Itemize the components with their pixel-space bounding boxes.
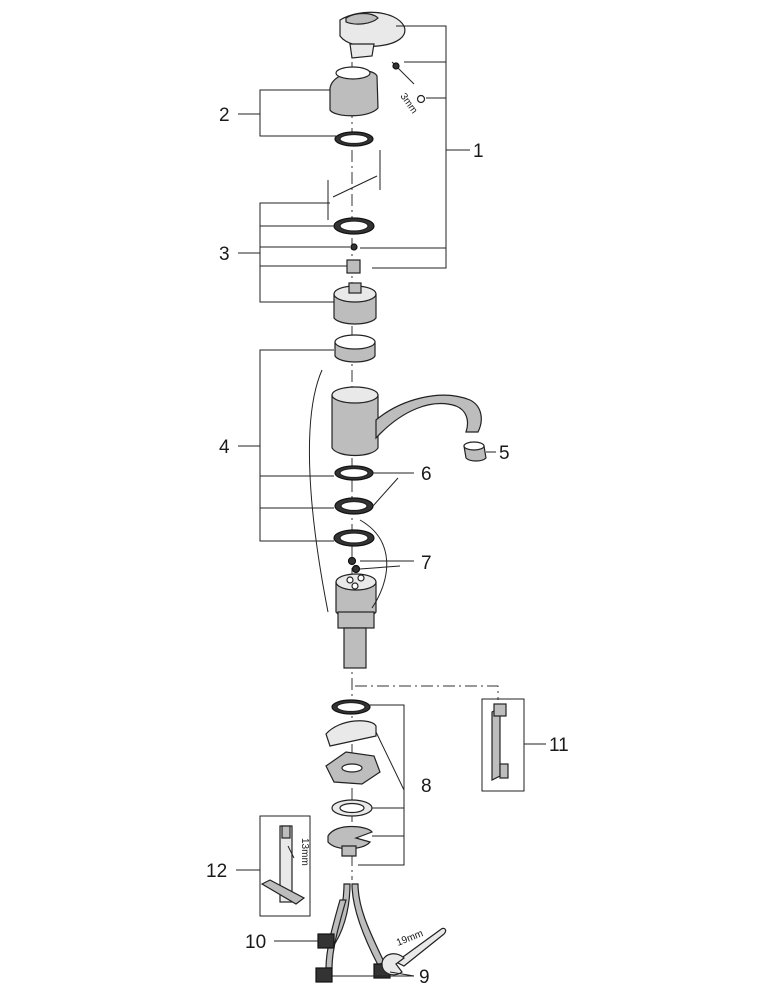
- mount-nut: [341, 845, 357, 857]
- socket-wrench: [259, 815, 311, 917]
- cap: [329, 66, 379, 117]
- part-label-1: 1: [473, 141, 484, 162]
- assembly-arrows: [308, 369, 388, 613]
- part-label-10: 10: [245, 932, 266, 953]
- body-ring: [334, 334, 376, 363]
- cartridge-ring: [333, 217, 375, 235]
- mounting-tool: [481, 698, 525, 792]
- cartridge-stem: [346, 259, 361, 274]
- base-housing: [335, 573, 377, 669]
- small-part-a: [347, 556, 357, 566]
- hex-key: [391, 61, 426, 104]
- hoses: [315, 883, 391, 983]
- spout: [375, 394, 482, 440]
- part-label-9: 9: [419, 967, 430, 988]
- part-label-12: 12: [206, 861, 227, 882]
- part-label-6: 6: [421, 464, 432, 485]
- part-label-4: 4: [219, 437, 230, 458]
- small-part-b: [351, 564, 361, 574]
- socket-size: 13mm: [299, 838, 310, 866]
- part-label-2: 2: [219, 105, 230, 126]
- aerator: [463, 441, 487, 462]
- mount-fork: [327, 825, 373, 850]
- spanner: [381, 927, 447, 976]
- cartridge-screw: [350, 243, 358, 251]
- part-label-11: 11: [549, 735, 569, 756]
- tool-axis: [355, 685, 499, 700]
- part-label-8: 8: [421, 776, 432, 797]
- cartridge: [333, 282, 377, 325]
- mount-half-plate: [325, 720, 377, 747]
- leader-lines: [236, 25, 546, 977]
- part-label-7: 7: [421, 553, 432, 574]
- part-label-3: 3: [219, 244, 230, 265]
- hex-key-size: 3mm: [398, 91, 420, 116]
- part-label-5: 5: [499, 443, 510, 464]
- mixer-body: [331, 386, 379, 457]
- handle-lever: [339, 11, 406, 59]
- fixing-pins: [327, 150, 381, 220]
